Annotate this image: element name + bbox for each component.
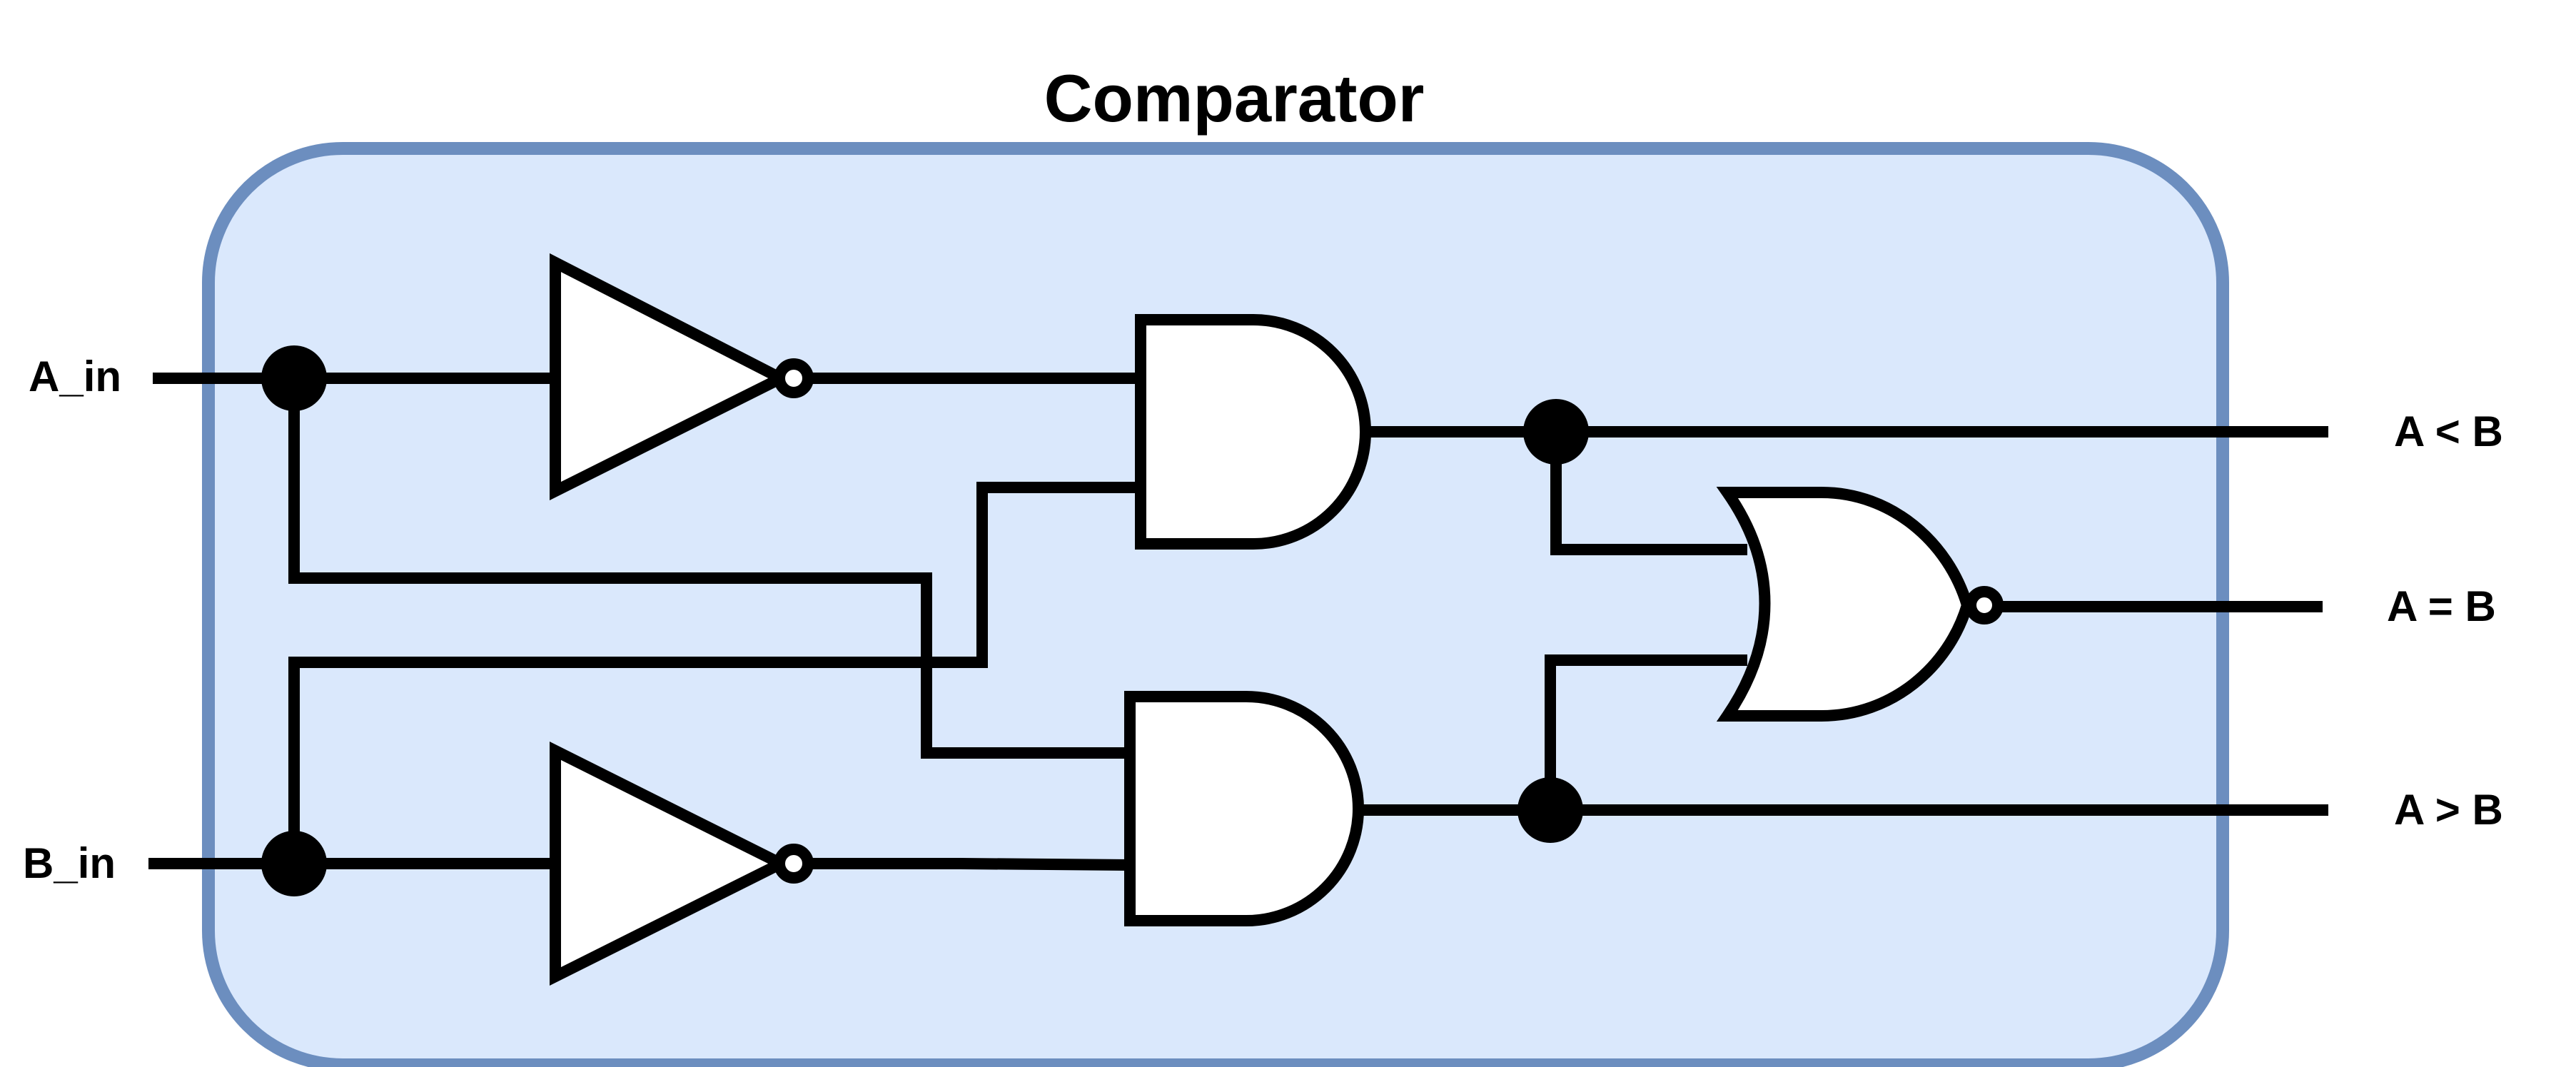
nor-gate [1716, 487, 2004, 722]
output-label-eq: A = B [2387, 582, 2496, 630]
output-label-gt: A > B [2394, 786, 2503, 834]
wires [148, 373, 2328, 871]
junction-gt [1517, 777, 1583, 843]
input-label-a: A_in [29, 353, 121, 400]
output-label-lt: A < B [2394, 408, 2503, 455]
not-gate-a [550, 253, 814, 500]
not-gate-b [550, 742, 814, 986]
junctions [261, 345, 1589, 896]
junction-b [261, 831, 327, 896]
diagram-title: Comparator [1044, 61, 1425, 136]
and-gate-bottom [1124, 691, 1364, 926]
and-gate-top [1135, 314, 1371, 550]
junction-a [261, 345, 327, 411]
junction-lt [1523, 399, 1589, 465]
input-label-b: B_in [23, 839, 116, 887]
